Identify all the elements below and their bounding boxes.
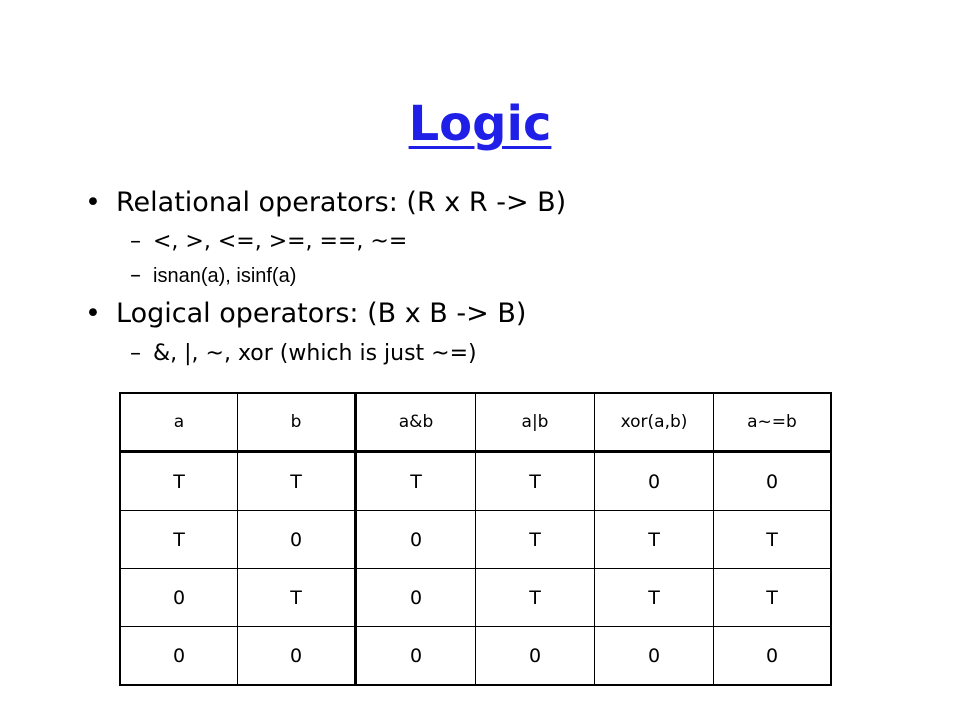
header-cell: a~=b [713,392,832,453]
table-cell: 0 [475,626,595,686]
table-cell: T [594,510,714,569]
table-cell: 0 [119,568,238,627]
slide-title-text: Logic [408,96,552,152]
table-cell: T [237,451,356,511]
header-cell: xor(a,b) [594,392,714,453]
table-cell: 0 [354,626,476,686]
sub-bullet-text: <, >, <=, >=, ==, ~= [153,229,408,254]
table-cell: T [119,510,238,569]
table-cell: T [594,568,714,627]
table-row: T T T T 0 0 [119,451,832,511]
header-cell: a|b [475,392,595,453]
slide-title: Logic [0,92,960,156]
table-cell: T [475,510,595,569]
bullet-marker: • [85,298,101,329]
sub-bullet-text: isnan(a), isinf(a) [153,265,297,287]
table-cell: 0 [237,510,356,569]
sub-bullet-marker: – [130,229,141,254]
sub-bullet-marker: – [130,263,141,288]
table-cell: T [237,568,356,627]
table-cell: 0 [354,510,476,569]
table-row: 0 0 0 0 0 0 [119,626,832,686]
sub-bullet-text: &, |, ~, xor (which is just ~=) [153,341,477,366]
table-cell: T [475,568,595,627]
table-cell: T [713,568,832,627]
table-cell: 0 [713,626,832,686]
bullet-text: Logical operators: (B x B -> B) [116,298,527,329]
table-cell: 0 [237,626,356,686]
truth-table: a b a&b a|b xor(a,b) a~=b T T T T 0 0 T … [119,392,832,686]
table-row: 0 T 0 T T T [119,568,832,627]
header-cell: b [237,392,356,453]
table-cell: 0 [594,626,714,686]
bullet-marker: • [85,187,101,218]
table-cell: T [119,451,238,511]
table-cell: 0 [594,451,714,511]
header-cell: a [119,392,238,453]
table-row: T 0 0 T T T [119,510,832,569]
table-cell: T [354,451,476,511]
table-cell: T [475,451,595,511]
header-cell: a&b [354,392,476,453]
bullet-text: Relational operators: (R x R -> B) [116,187,567,218]
table-cell: 0 [354,568,476,627]
table-cell: 0 [713,451,832,511]
table-cell: T [713,510,832,569]
sub-bullet-marker: – [130,341,141,366]
table-cell: 0 [119,626,238,686]
truth-table-header-row: a b a&b a|b xor(a,b) a~=b [119,392,832,453]
